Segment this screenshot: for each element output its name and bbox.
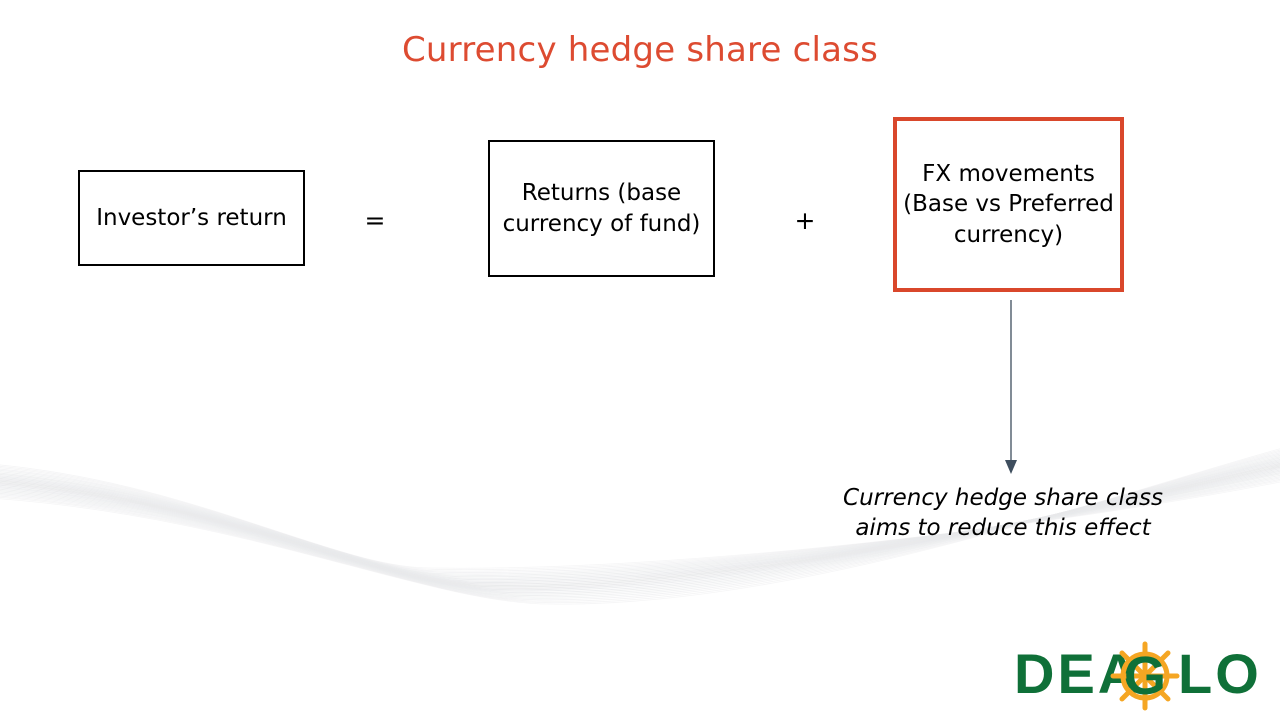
hedge-caption: Currency hedge share class aims to reduc… <box>843 485 1163 542</box>
svg-text:G: G <box>1124 646 1166 706</box>
operator-equals: = <box>364 206 386 235</box>
box-fund-returns-label: Returns (base currency of fund) <box>502 179 701 237</box>
box-fund-returns: Returns (base currency of fund) <box>488 140 715 277</box>
downward-arrow-icon <box>1005 300 1017 474</box>
svg-text:LO: LO <box>1178 642 1262 705</box>
brand-logo: DEA G LO <box>1012 636 1280 712</box>
box-fx-movements-label: FX movements (Base vs Preferred currency… <box>903 160 1114 248</box>
box-fx-movements: FX movements (Base vs Preferred currency… <box>893 117 1124 292</box>
box-investor-return-label: Investor’s return <box>96 204 287 231</box>
page-title: Currency hedge share class <box>401 30 878 70</box>
operator-plus: + <box>794 206 816 235</box>
box-investor-return: Investor’s return <box>78 170 305 266</box>
